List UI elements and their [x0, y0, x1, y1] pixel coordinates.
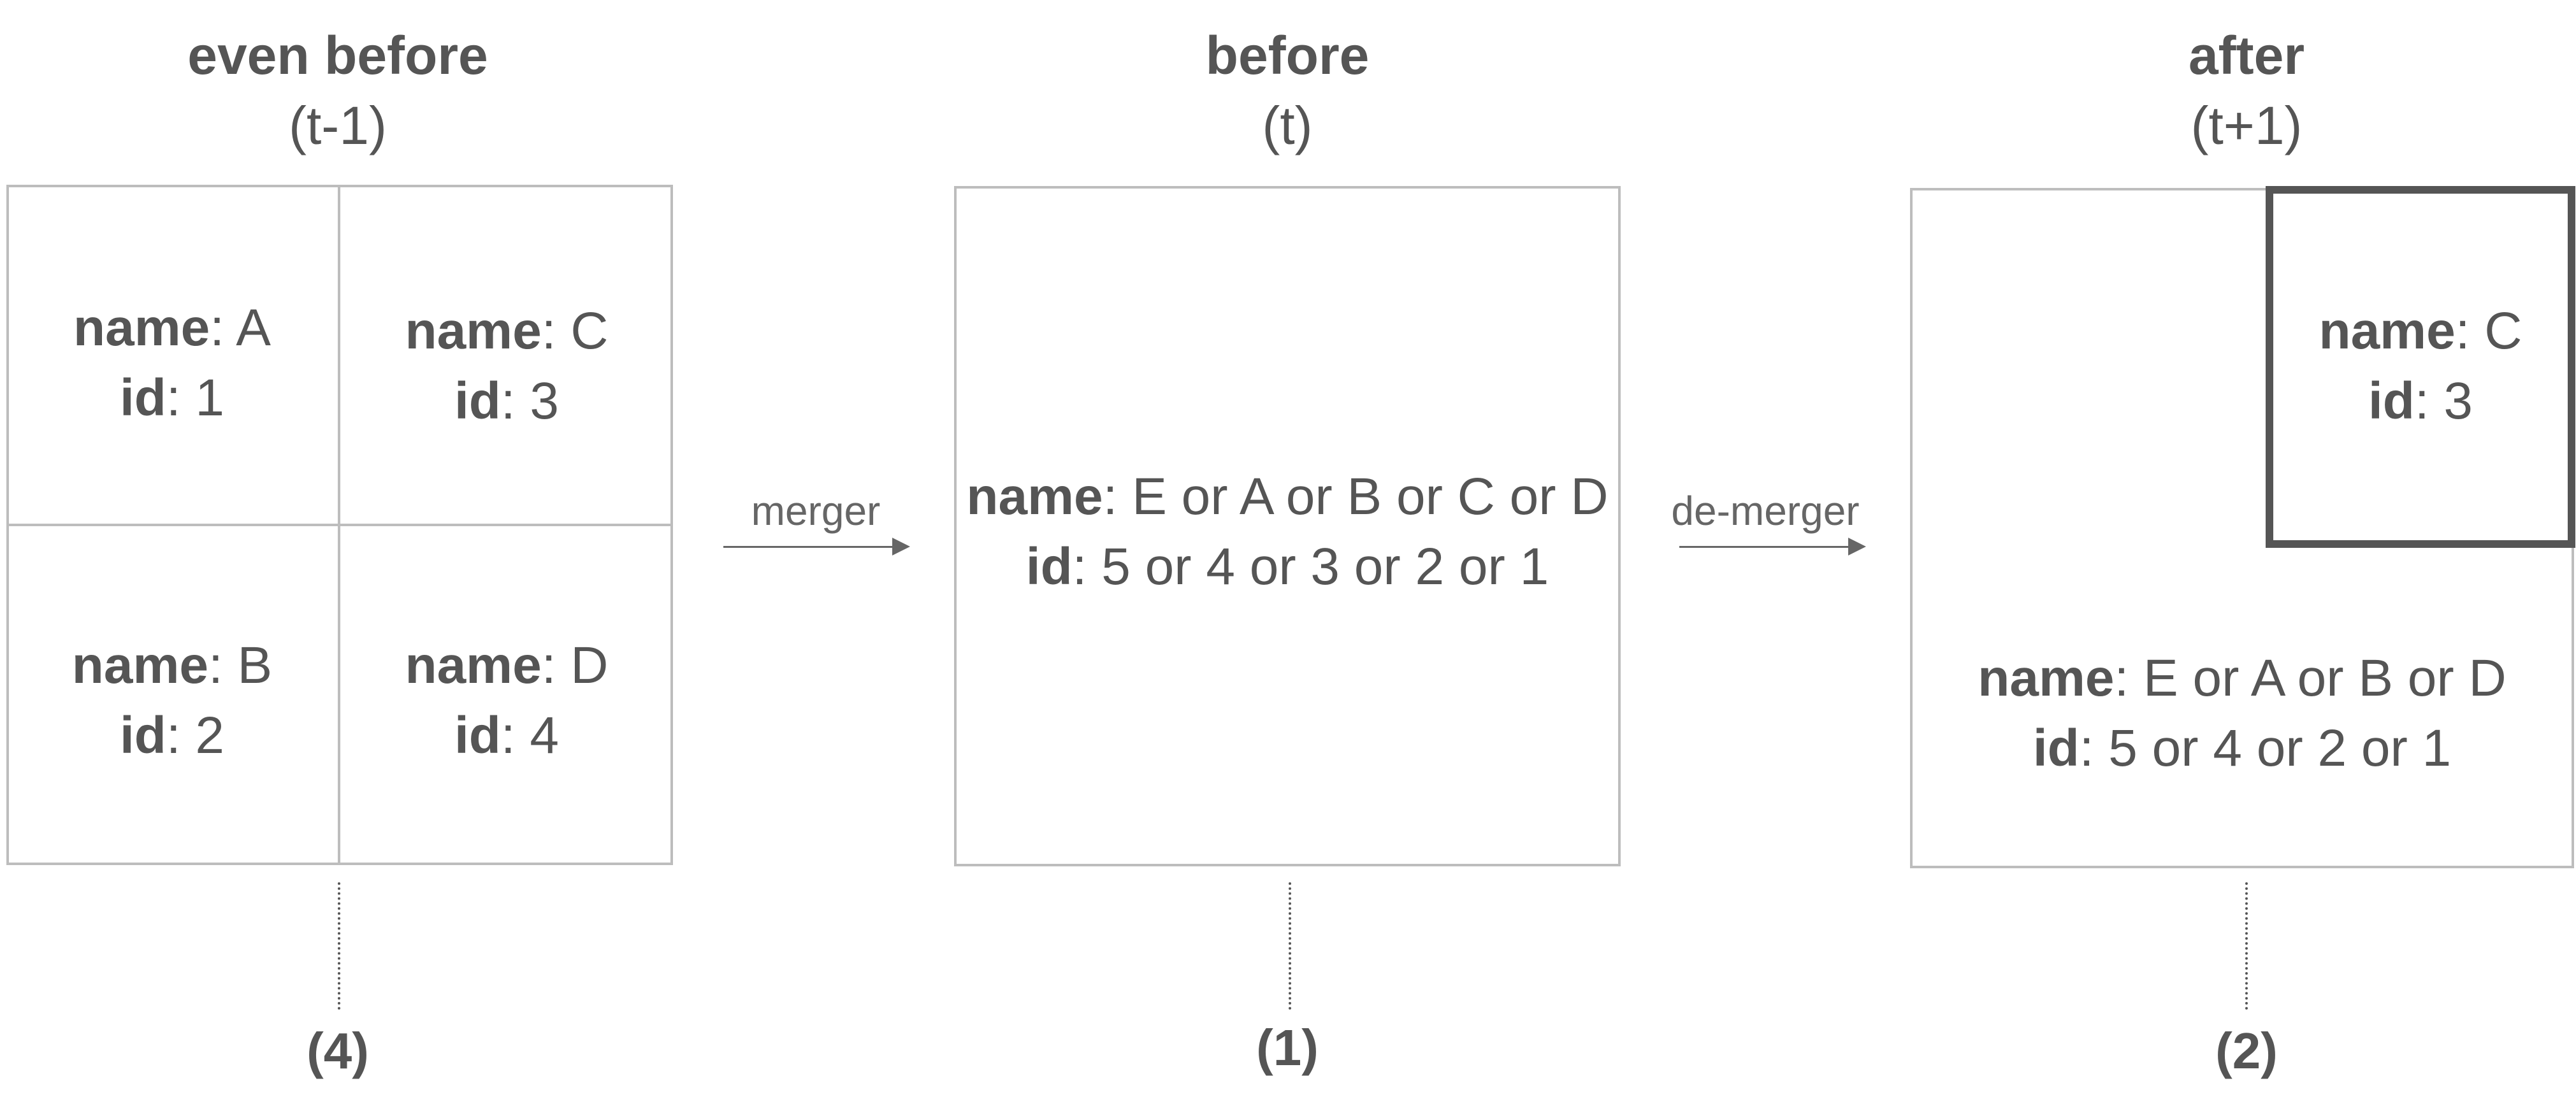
- cell-merged: name: E or A or B or C or D id: 5 or 4 o…: [954, 462, 1621, 602]
- cell-after-rest-id-value: 5 or 4 or 2 or 1: [2108, 719, 2452, 777]
- cell-after-rest: name: E or A or B or D id: 5 or 4 or 2 o…: [1910, 643, 2574, 784]
- cell-b-name-value: B: [237, 636, 273, 694]
- cell-merged-id-value: 5 or 4 or 3 or 2 or 1: [1101, 538, 1549, 596]
- arrow-merger-line: [723, 546, 895, 548]
- cell-b-id-value: 2: [195, 706, 225, 764]
- dotted-connector-before: [1289, 882, 1291, 1010]
- panel-subtitle-t-minus-1: (t-1): [289, 96, 387, 155]
- panel-title-before: before: [1205, 25, 1370, 85]
- cell-a-id-line: id: 1: [119, 369, 225, 427]
- cell-d-id-value: 4: [530, 706, 560, 764]
- cell-c-id-line: id: 3: [454, 372, 560, 430]
- cell-after-rest-name-value: E or A or B or D: [2143, 649, 2507, 707]
- cell-after-c-id-line: id: 3: [2368, 372, 2473, 430]
- cell-c-id-value: 3: [530, 372, 560, 430]
- arrow-label-merger: merger: [751, 488, 881, 534]
- cell-after-c-name-line: name: C: [2319, 302, 2522, 360]
- panel-subtitle-t-plus-1: (t+1): [2190, 96, 2303, 155]
- cell-d-name-line: name: D: [405, 636, 609, 694]
- cell-merged-id-line: id: 5 or 4 or 3 or 2 or 1: [1025, 538, 1549, 596]
- arrow-de-merger-head: [1848, 538, 1866, 555]
- cell-merged-name-line: name: E or A or B or C or D: [966, 468, 1609, 526]
- cell-after-rest-name-line: name: E or A or B or D: [1978, 649, 2507, 707]
- cell-after-c-name-value: C: [2484, 302, 2522, 360]
- marker-after: (2): [2215, 1022, 2278, 1079]
- grid-divider-horizontal: [6, 524, 673, 526]
- box-before: [954, 186, 1621, 866]
- cell-b-name-line: name: B: [71, 636, 273, 694]
- cell-after-c: name: C id: 3: [2266, 296, 2575, 436]
- cell-b: name: B id: 2: [6, 631, 338, 771]
- cell-a-name-line: name: A: [73, 299, 271, 357]
- cell-b-id-line: id: 2: [119, 706, 225, 764]
- cell-after-rest-id-line: id: 5 or 4 or 2 or 1: [2032, 719, 2452, 777]
- panel-title-after: after: [2188, 25, 2305, 85]
- cell-d: name: D id: 4: [340, 631, 673, 771]
- cell-a: name: A id: 1: [6, 293, 338, 433]
- panel-title-even-before: even before: [187, 25, 488, 85]
- arrow-de-merger-line: [1679, 546, 1851, 548]
- cell-after-c-id-value: 3: [2443, 372, 2473, 430]
- arrow-label-de-merger: de-merger: [1671, 488, 1860, 534]
- cell-merged-name-value: E or A or B or C or D: [1132, 468, 1609, 526]
- panel-subtitle-t: (t): [1262, 96, 1313, 155]
- cell-c-name-value: C: [570, 302, 609, 360]
- cell-c-name-line: name: C: [405, 302, 609, 360]
- arrow-merger-head: [892, 538, 910, 555]
- cell-a-name-value: A: [236, 299, 271, 357]
- cell-c: name: C id: 3: [340, 296, 673, 436]
- marker-even-before: (4): [307, 1022, 369, 1079]
- cell-d-name-value: D: [570, 636, 609, 694]
- marker-before: (1): [1256, 1019, 1319, 1076]
- box-after-highlight: [2266, 186, 2575, 548]
- dotted-connector-even-before: [338, 882, 340, 1010]
- cell-a-id-value: 1: [195, 369, 225, 427]
- cell-d-id-line: id: 4: [454, 706, 560, 764]
- dotted-connector-after: [2245, 882, 2248, 1010]
